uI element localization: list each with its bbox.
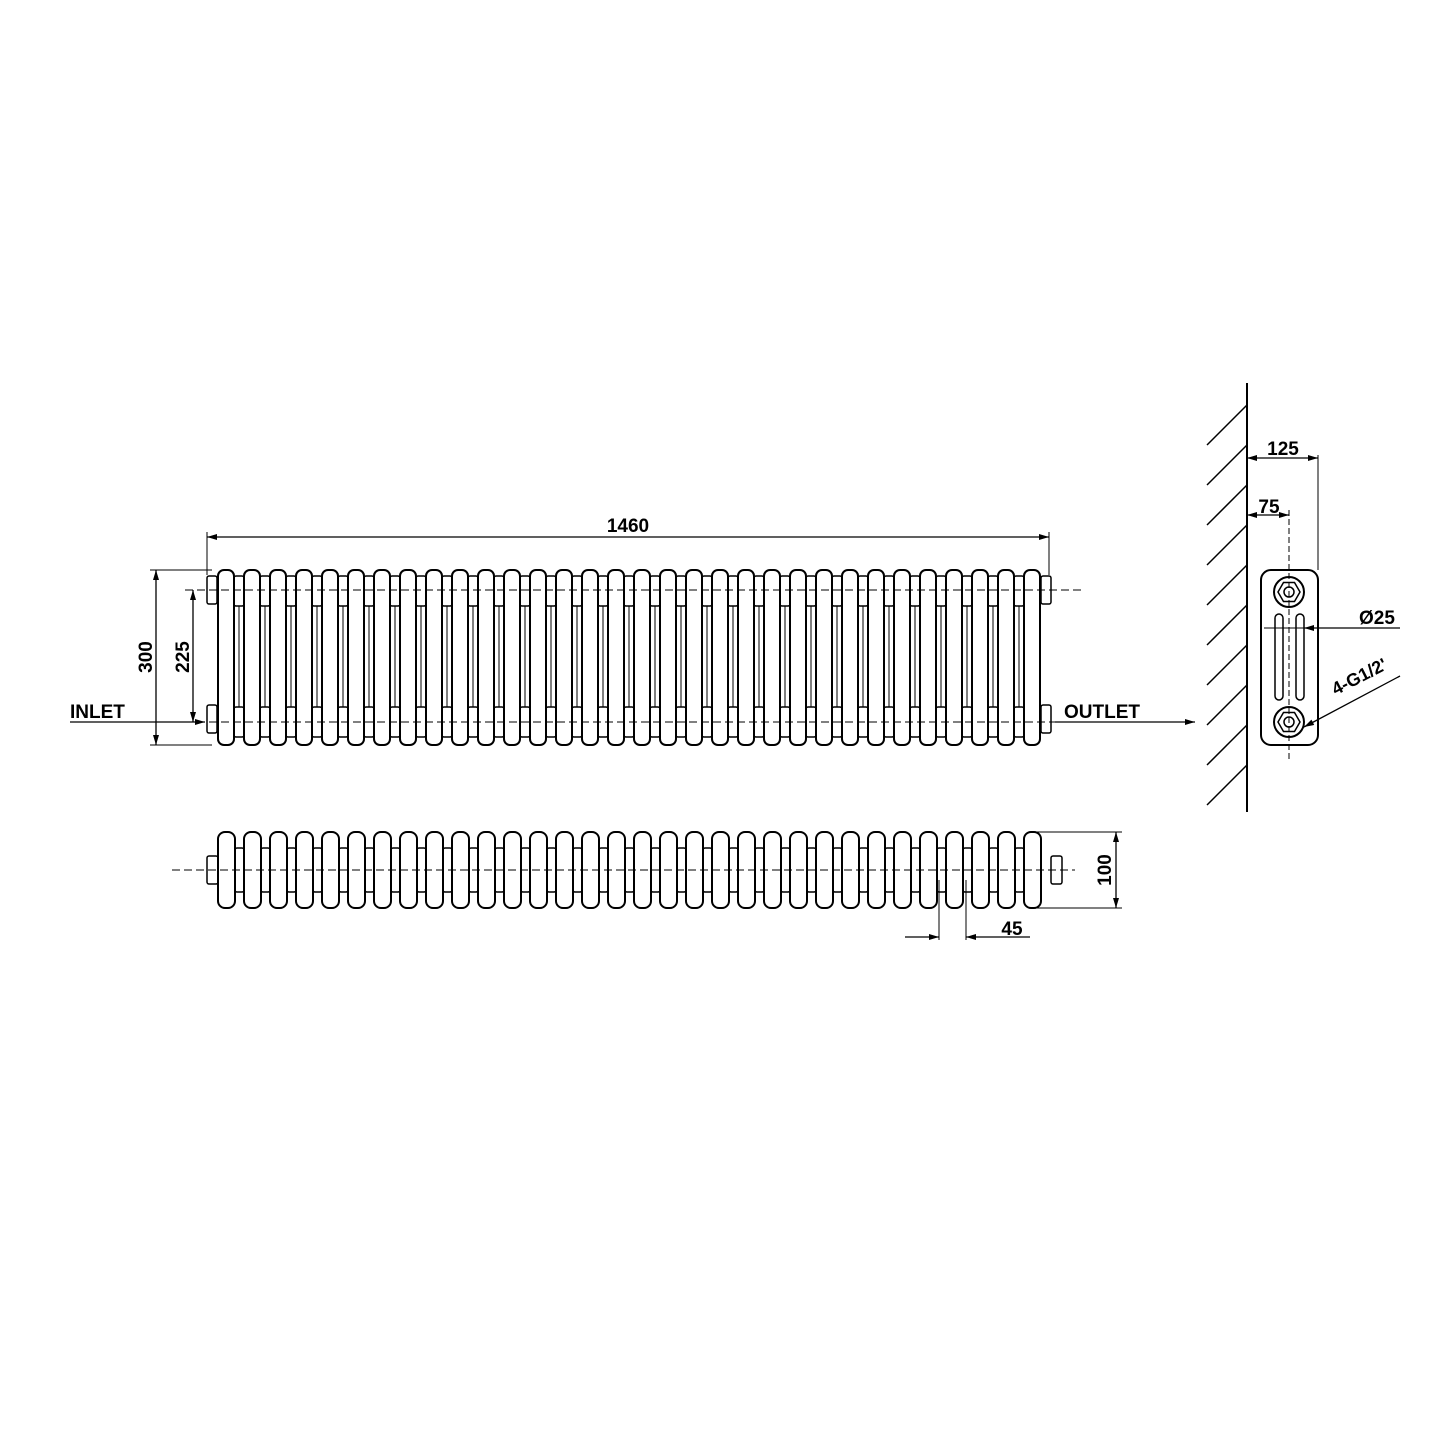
radiator-column	[243, 569, 261, 746]
column-neck-top	[831, 575, 843, 607]
column-neck-top	[649, 575, 661, 607]
radiator-column	[997, 569, 1015, 746]
hex-nut	[1277, 711, 1301, 733]
column-neck-top	[883, 575, 895, 607]
connections-label: 4-G1/2'	[1328, 654, 1390, 699]
column-neck-top	[441, 575, 453, 607]
column-neck-top	[571, 575, 583, 607]
wall-hatch	[1206, 444, 1248, 486]
radiator-column	[217, 569, 235, 746]
wall-hatch	[1206, 644, 1248, 686]
wall-hatch	[1206, 684, 1248, 726]
top-view	[172, 831, 1075, 909]
radiator-column	[945, 569, 963, 746]
column-neck-top	[779, 575, 791, 607]
radiator-column	[685, 569, 703, 746]
column-neck-top	[623, 575, 635, 607]
front-view	[185, 569, 1085, 746]
column-neck-top	[545, 575, 557, 607]
radiator-column	[373, 569, 391, 746]
pipe-plug	[1040, 704, 1052, 734]
hex-nut	[1277, 581, 1301, 603]
radiator-column	[659, 569, 677, 746]
column-neck-top	[1013, 575, 1025, 607]
dim-pitch-label: 45	[1001, 919, 1023, 940]
radiator-column	[269, 569, 287, 746]
radiator-column	[451, 569, 469, 746]
column-neck-top	[233, 575, 245, 607]
dim-wall-pipe-label: 75	[1258, 497, 1280, 518]
dim-pipe-diameter-label: Ø25	[1359, 608, 1395, 629]
dim-wall-depth-label: 125	[1267, 439, 1299, 460]
connection-leader	[1303, 675, 1401, 728]
column-neck-top	[311, 575, 323, 607]
dimension-lines	[70, 455, 1401, 940]
radiator-column	[321, 569, 339, 746]
column-neck-top	[727, 575, 739, 607]
radiator-column	[347, 569, 365, 746]
radiator-column	[399, 569, 417, 746]
wall-hatch	[1206, 724, 1248, 766]
column-neck-top	[389, 575, 401, 607]
side-view	[1206, 383, 1319, 812]
column-neck-top	[519, 575, 531, 607]
column-neck-top	[337, 575, 349, 607]
radiator-column	[555, 569, 573, 746]
radiator-column	[633, 569, 651, 746]
column-neck-top	[285, 575, 297, 607]
dim-width-label: 1460	[607, 516, 649, 537]
plug-left	[206, 855, 219, 885]
column-neck-top	[259, 575, 271, 607]
radiator-column	[529, 569, 547, 746]
column-slot	[1274, 613, 1284, 701]
column-neck-top	[493, 575, 505, 607]
wall-hatch	[1206, 604, 1248, 646]
column-slot	[1295, 613, 1305, 701]
radiator-column	[503, 569, 521, 746]
column-neck-top	[415, 575, 427, 607]
dim-depth-label: 100	[1095, 854, 1116, 886]
dim-centres-label: 225	[173, 641, 194, 673]
column-neck-top	[987, 575, 999, 607]
radiator-column	[867, 569, 885, 746]
column-neck-top	[675, 575, 687, 607]
column-neck-top	[935, 575, 947, 607]
column-neck-top	[467, 575, 479, 607]
dim-height-label: 300	[136, 641, 157, 673]
wall-hatch	[1206, 764, 1248, 806]
radiator-column	[841, 569, 859, 746]
column-neck-top	[597, 575, 609, 607]
column-neck-top	[857, 575, 869, 607]
radiator-column	[893, 569, 911, 746]
radiator-column	[919, 569, 937, 746]
radiator-column	[425, 569, 443, 746]
radiator-column	[1023, 569, 1041, 746]
column-neck-top	[805, 575, 817, 607]
outlet-label: OUTLET	[1064, 702, 1140, 723]
radiator-column	[971, 569, 989, 746]
wall-hatch	[1206, 484, 1248, 526]
inlet-label: INLET	[70, 702, 125, 723]
column-neck-top	[961, 575, 973, 607]
wall-hatch	[1206, 564, 1248, 606]
radiator-column	[581, 569, 599, 746]
radiator-column	[763, 569, 781, 746]
radiator-column	[737, 569, 755, 746]
column-neck-top	[753, 575, 765, 607]
radiator-column	[711, 569, 729, 746]
column-neck-top	[363, 575, 375, 607]
radiator-column	[477, 569, 495, 746]
wall-hatch	[1206, 524, 1248, 566]
column-neck-top	[701, 575, 713, 607]
radiator-column	[789, 569, 807, 746]
column-neck-top	[909, 575, 921, 607]
radiator-column	[295, 569, 313, 746]
pipe-plug	[206, 704, 218, 734]
radiator-column	[607, 569, 625, 746]
radiator-column	[815, 569, 833, 746]
wall-hatch	[1206, 404, 1248, 446]
